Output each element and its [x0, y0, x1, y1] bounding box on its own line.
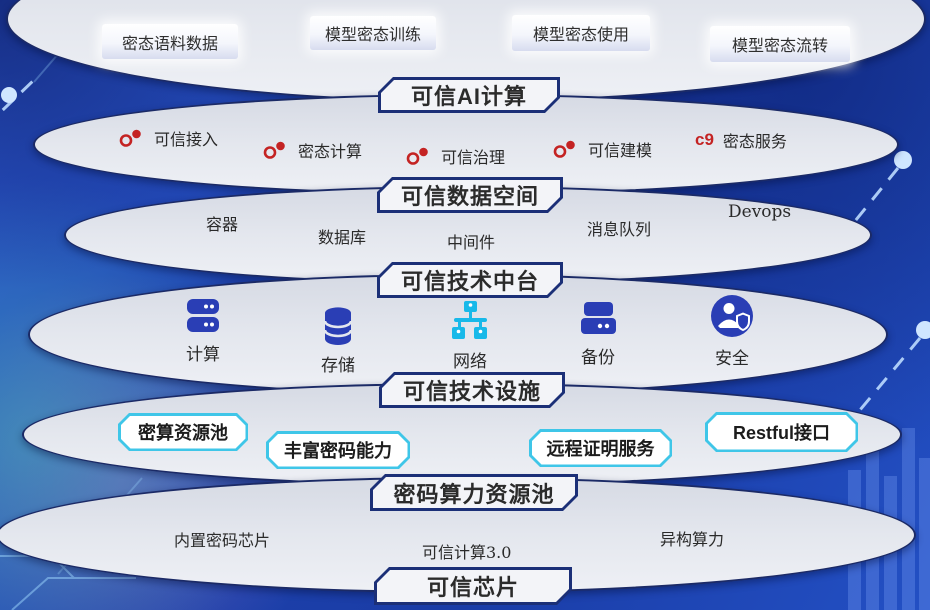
network-icon	[452, 301, 487, 339]
service-item-encrypted-service: c9 密态服务	[695, 128, 787, 152]
layer-tag-label: 可信技术中台	[380, 265, 560, 295]
service-item-trusted-modeling: 可信建模	[552, 137, 652, 161]
layer-tag-label: 可信数据空间	[380, 180, 560, 210]
server-icon	[187, 299, 219, 332]
infra-item-label: 安全	[715, 349, 749, 369]
infra-item-label: 备份	[581, 348, 615, 368]
layer-tag-label: 密码算力资源池	[373, 477, 575, 508]
ai-item-model-usage: 模型密态使用	[512, 15, 650, 51]
chain-link-red-icon	[263, 141, 285, 159]
platform-item-database: 数据库	[318, 228, 367, 247]
infra-item-compute: 计算	[169, 297, 237, 365]
backup-icon	[581, 302, 616, 334]
dashed-line	[0, 78, 36, 115]
infra-item-network: 网络	[436, 300, 504, 372]
layer-tag-label: 可信AI计算	[381, 80, 557, 110]
ai-item-model-training: 模型密态训练	[310, 16, 436, 50]
crypto-item-rich-capability: 丰富密码能力	[266, 431, 410, 469]
glow-box-label: 模型密态流转	[731, 36, 828, 55]
infra-item-label: 存储	[321, 356, 355, 376]
layer-tag-middle-platform: 可信技术中台	[377, 262, 563, 298]
service-item-label: 可信治理	[441, 148, 506, 167]
platform-item-message-queue: 消息队列	[587, 220, 652, 239]
crypto-item-remote-attestation: 远程证明服务	[529, 429, 672, 467]
chart-dot	[894, 151, 912, 169]
layer-tag-infrastructure: 可信技术设施	[379, 372, 565, 408]
service-item-label: 密态服务	[722, 132, 787, 151]
cyanbox-label: 丰富密码能力	[269, 434, 408, 467]
platform-item-container: 容器	[206, 215, 239, 234]
security-icon	[711, 295, 753, 337]
ai-item-corpus-data: 密态语料数据	[102, 24, 238, 59]
dashed-line	[841, 167, 900, 237]
layer-tag-data-space: 可信数据空间	[377, 177, 563, 213]
chain-link-red-icon	[406, 147, 428, 165]
service-item-label: 可信接入	[154, 130, 219, 149]
chart-dot	[1, 87, 17, 103]
infra-item-backup: 备份	[564, 300, 632, 368]
chip-item-heterogeneous-compute: 异构算力	[660, 530, 725, 549]
service-item-trusted-governance: 可信治理	[405, 144, 505, 168]
infra-item-storage: 存储	[304, 306, 372, 376]
infra-item-label: 计算	[186, 345, 220, 365]
crypto-item-restful-api: Restful接口	[705, 412, 858, 452]
infra-item-security: 安全	[698, 293, 766, 369]
service-item-label: 可信建模	[588, 141, 653, 160]
platform-item-middleware: 中间件	[447, 233, 496, 252]
glow-box-label: 模型密态训练	[324, 25, 421, 44]
chart-dot	[916, 321, 930, 339]
c9-red-icon: c9	[695, 130, 714, 149]
chain-link-red-icon	[553, 140, 575, 158]
cyanbox-label: 密算资源池	[121, 416, 246, 449]
ai-item-model-transfer: 模型密态流转	[710, 26, 850, 62]
infra-item-label: 网络	[453, 352, 487, 372]
database-icon	[323, 307, 353, 345]
layer-tag-label: 可信芯片	[377, 570, 569, 602]
glow-box-label: 密态语料数据	[121, 33, 218, 53]
chain-link-red-icon	[119, 129, 141, 147]
layer-tag-trusted-chip: 可信芯片	[374, 567, 572, 605]
dashed-line	[858, 337, 922, 411]
layer-tag-label: 可信技术设施	[382, 375, 562, 405]
platform-item-devops: Devops	[728, 202, 792, 222]
chip-item-trusted-computing-3: 可信计算3.0	[422, 543, 512, 562]
cyanbox-label: 远程证明服务	[532, 432, 670, 465]
chip-item-builtin-crypto-chip: 内置密码芯片	[174, 531, 271, 550]
glow-box-label: 模型密态使用	[532, 25, 629, 44]
service-item-encrypted-compute: 密态计算	[262, 138, 362, 162]
cyanbox-label: Restful接口	[708, 415, 856, 450]
service-item-label: 密态计算	[298, 142, 363, 161]
crypto-item-resource-pool: 密算资源池	[118, 413, 248, 451]
service-item-trusted-access: 可信接入	[118, 126, 218, 150]
layer-tag-crypto-pool: 密码算力资源池	[370, 474, 578, 511]
layer-tag-trusted-ai: 可信AI计算	[378, 77, 560, 113]
